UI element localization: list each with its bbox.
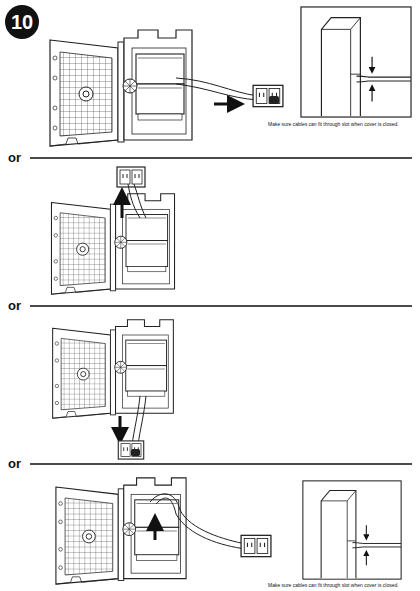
- step-number: 10: [11, 11, 33, 34]
- or-separator: or: [8, 150, 24, 165]
- step-number-badge: 10: [5, 5, 39, 39]
- note-text: Make sure cables can fit through slot wh…: [268, 582, 399, 588]
- note-text: Make sure cables can fit through slot wh…: [268, 121, 399, 127]
- or-separator: or: [8, 298, 24, 313]
- or-separator: or: [8, 456, 24, 471]
